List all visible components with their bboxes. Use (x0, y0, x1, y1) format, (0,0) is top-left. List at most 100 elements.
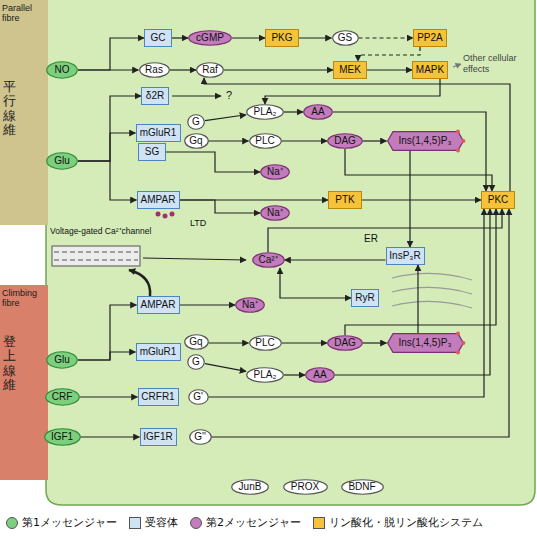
node-label: IGF1 (51, 431, 73, 443)
hexagon-outline (387, 132, 463, 151)
signal-arrow (409, 151, 410, 247)
signal-arrow (78, 133, 136, 161)
molecule-ellipse: PLC (249, 335, 282, 351)
calcium-influx-arrow (143, 258, 246, 260)
signal-arrow (78, 69, 139, 70)
node-label: Ins(1,4,5)P₃ (399, 337, 452, 349)
phosphate-dot (456, 148, 460, 152)
node-label: Ca²⁺ (258, 254, 277, 266)
purkinje-cell (46, 0, 535, 505)
signal-arrow (78, 305, 137, 360)
fibre-name: Parallel fibre (2, 3, 46, 23)
first-messenger: IGF1 (44, 428, 81, 446)
node-label: Gq (189, 135, 202, 147)
legend-swatch (313, 517, 325, 529)
legend-item: 第1メッセンジャー (6, 516, 117, 530)
node-label: mGluR1 (140, 346, 177, 358)
signal-arrow (180, 304, 236, 305)
node-label: Na⁺ (242, 299, 258, 311)
ellipse-outline (341, 480, 383, 495)
effect-note: Other cellular effects (463, 53, 531, 75)
signal-arrow (285, 259, 386, 260)
ellipse-outline (189, 31, 232, 46)
node-label: PLC (255, 337, 274, 349)
messenger-hexagon: Ins(1,4,5)P₃ (387, 333, 464, 353)
label-slot: Other cellular effects (463, 53, 531, 75)
node-label: AMPAR (141, 299, 176, 311)
node-label: G (192, 356, 200, 368)
node-label: SG (145, 146, 159, 158)
label-slot: ER (364, 233, 378, 245)
ellipse-outline (45, 389, 79, 406)
ellipse-outline (283, 480, 327, 495)
ellipse-outline (236, 298, 265, 313)
molecule-ellipse: G' (188, 389, 209, 405)
second-messenger: Na⁺ (235, 297, 265, 313)
phosphate-dot (461, 139, 465, 143)
first-messenger: NO (46, 61, 78, 79)
signal-arrow (209, 342, 249, 343)
node-label: Glu (54, 155, 70, 167)
first-messenger: Glu (46, 152, 78, 170)
signal-arrow (180, 199, 329, 200)
node-label: CRF (52, 391, 73, 403)
node-label: G'' (194, 431, 206, 443)
fibre-name-ja: 登上線維 (3, 335, 16, 392)
molecule-ellipse: Gq (184, 133, 209, 149)
second-messenger: Ca²⁺ (252, 252, 285, 268)
molecule-ellipse: BDNF (341, 479, 384, 495)
node-label: PKG (271, 32, 292, 44)
ellipse-outline (232, 480, 269, 495)
node-label: PTK (335, 194, 354, 206)
node-label: PROX (291, 481, 319, 493)
molecule-ellipse: Gq (184, 334, 209, 350)
signal-arrow (209, 209, 485, 397)
kinase-box: MAPK (412, 61, 448, 79)
molecule-ellipse: PLC (249, 133, 282, 149)
first-messenger: CRF (45, 388, 80, 406)
ellipse-outline (249, 336, 281, 351)
er-label: ER (364, 233, 378, 245)
signal-arrow (204, 78, 510, 191)
signal-arrow (345, 149, 492, 191)
phosphate-dot (456, 332, 460, 336)
node-label: NO (55, 64, 70, 76)
receptor-box: AMPAR (137, 191, 180, 209)
signal-arrow (78, 161, 137, 200)
phosphate-dot (170, 212, 175, 217)
legend-text: 第2メッセンジャー (206, 516, 301, 530)
label-slot: ? (226, 89, 232, 102)
signal-arrow (345, 209, 496, 335)
molecule-ellipse: PLA₂ (246, 367, 284, 383)
node-label: AA (313, 369, 326, 381)
ellipse-outline (188, 355, 205, 370)
node-label: G' (193, 391, 203, 403)
ellipse-outline (47, 62, 78, 79)
ellipse-outline (261, 165, 290, 180)
ellipse-outline (184, 335, 208, 350)
messenger-hexagon: Ins(1,4,5)P₃ (387, 131, 464, 151)
fibre-region: Parallel fibre平行線維NOGlu (0, 0, 48, 225)
second-messenger: cGMP (188, 30, 232, 46)
receptor-box: CRFR1 (138, 388, 179, 406)
molecule-ellipse: GS (332, 30, 359, 46)
receptor-box: δ2R (141, 87, 169, 105)
signal-arrow (78, 96, 141, 161)
legend: 第1メッセンジャー受容体第2メッセンジャーリン酸化・脱リン酸化システム (6, 516, 483, 530)
receptor-box: RyR (351, 289, 379, 307)
signal-arrow (78, 352, 136, 360)
ellipse-outline (332, 31, 358, 46)
depolarisation-arrow (129, 270, 150, 296)
signal-arrow (265, 79, 440, 104)
ellipse-outline (189, 430, 211, 445)
node-label: δ2R (146, 90, 164, 102)
node-label: Ras (145, 64, 163, 76)
node-label: CRFR1 (141, 391, 174, 403)
er-membrane (392, 301, 472, 308)
molecule-ellipse: Raf (196, 62, 224, 78)
kinase-box: MEK (333, 61, 367, 79)
